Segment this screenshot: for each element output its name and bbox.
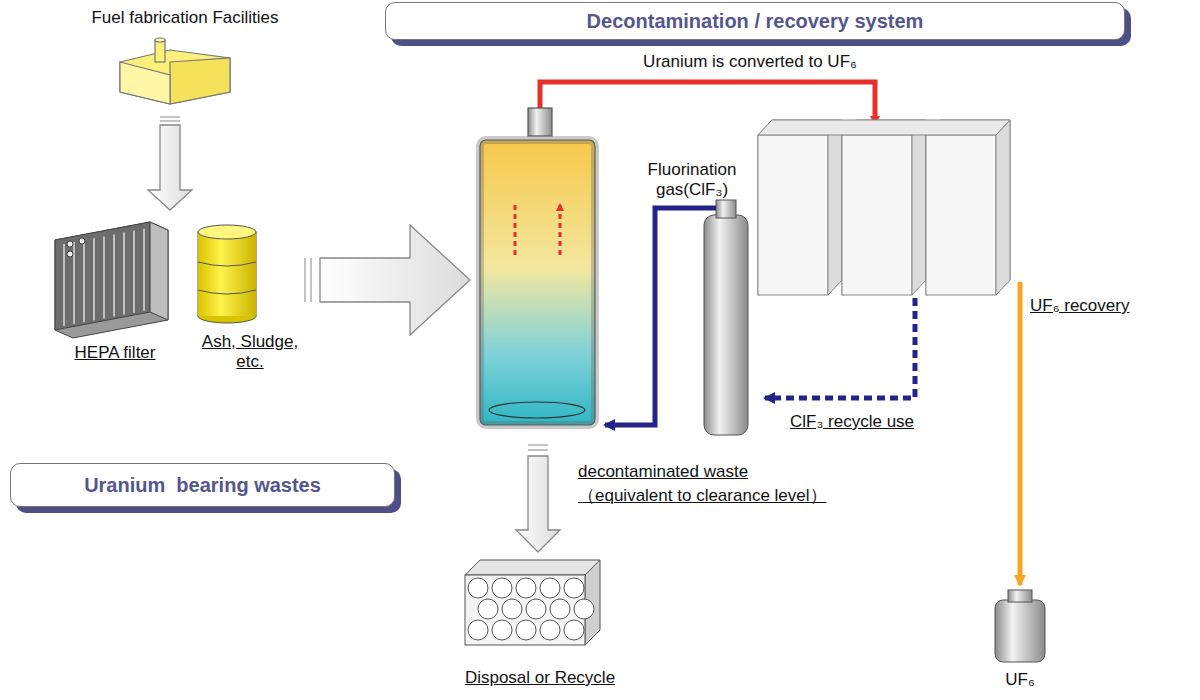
text-label: HEPA filter: [40, 343, 190, 363]
text-label: Uranium is converted to UF₆: [585, 52, 915, 72]
title-box: Decontamination / recovery system: [385, 2, 1125, 40]
text-label: UF₆: [990, 670, 1050, 690]
text-label: （equivalent to clearance level）: [578, 486, 938, 506]
text-label: Disposal or Recycle: [440, 668, 640, 688]
heading-text: Decontamination / recovery system: [587, 10, 924, 33]
text-label: decontaminated waste: [578, 462, 878, 482]
text-label: Ash, Sludge, etc.: [195, 332, 305, 373]
text-label: ClF₃ recycle use: [790, 412, 970, 432]
text-label: Fuel fabrication Facilities: [70, 8, 300, 28]
heading-text: Uranium bearing wastes: [84, 474, 321, 497]
title-box: Uranium bearing wastes: [10, 463, 395, 507]
text-label: UF₆ recovery: [1030, 296, 1190, 316]
text-label: Fluorination gas(ClF₃): [632, 160, 752, 201]
